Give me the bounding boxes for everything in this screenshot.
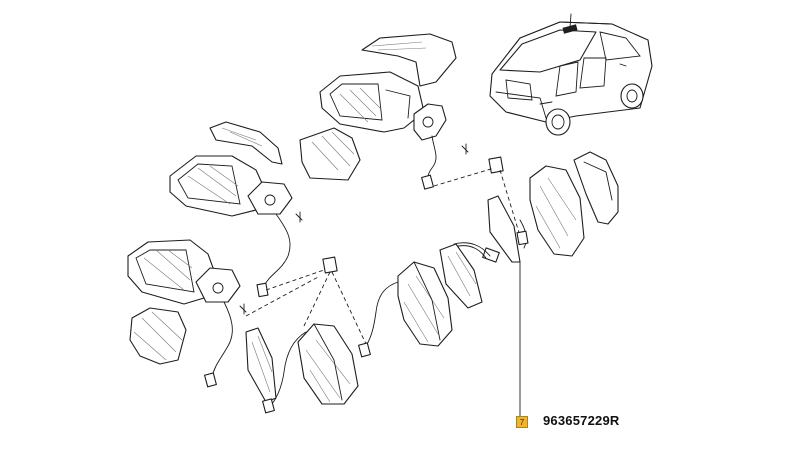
mirror-assembly-top [299, 33, 469, 190]
mirror-housing-right [297, 151, 619, 405]
mirror-assembly-middle [169, 121, 303, 298]
vehicle-illustration [489, 13, 653, 136]
mirror-assembly-bottom [127, 239, 247, 388]
exploded-parts [245, 156, 521, 414]
part-number[interactable]: 963657229R [543, 413, 620, 428]
part-ref-label: 7 [516, 416, 528, 428]
